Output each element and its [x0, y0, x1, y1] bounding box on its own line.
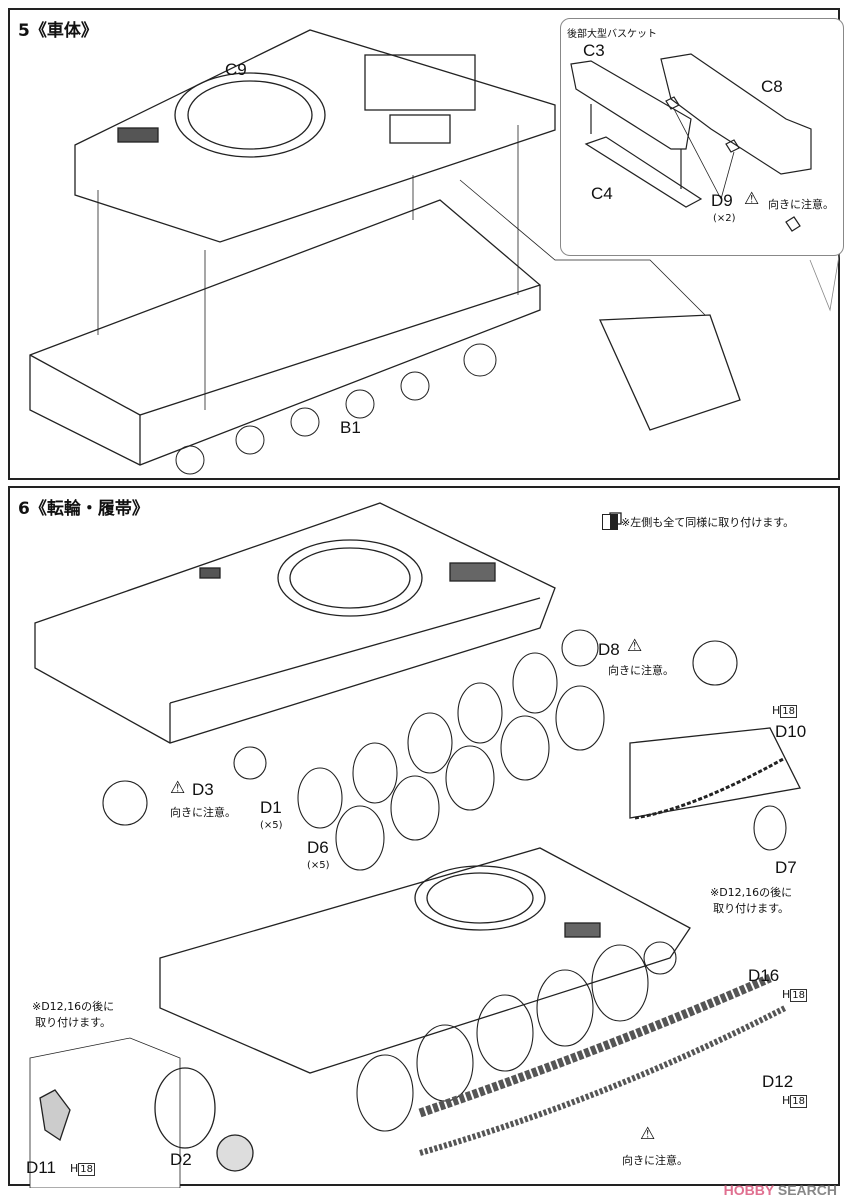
- part-label-d7: D7: [775, 858, 797, 877]
- step-6-panel: 6《転輪・履帯》 ※左側も全て同様に取り付けます。 D8 ⚠ 向きに注意。 ⚠ …: [8, 486, 840, 1188]
- caution-text: 向きに注意。: [622, 1154, 688, 1167]
- part-qty-d1: (×5): [260, 820, 283, 831]
- part-label-d12: D12: [762, 1072, 794, 1091]
- step-title: 6《転輪・履帯》: [18, 499, 149, 519]
- inset-title: 後部大型バスケット: [567, 29, 657, 40]
- note-after-tracks: ※D12,16の後に取り付けます。: [32, 1000, 115, 1029]
- caution-icon: ⚠: [744, 189, 760, 208]
- part-label-d2: D2: [170, 1150, 192, 1169]
- part-label-d3: D3: [192, 780, 214, 799]
- step-5-panel: 5《車体》 C9 B1 後部大型バスケット C3 C8 C4 D9 (×2) ⚠…: [8, 8, 844, 480]
- part-qty-d6: (×5): [307, 860, 330, 871]
- note-both-sides: ※左側も全て同様に取り付けます。: [621, 516, 795, 529]
- step-title: 5《車体》: [18, 21, 98, 41]
- note-after-tracks: ※D12,16の後に取り付けます。: [710, 886, 793, 915]
- caution-text: 向きに注意。: [608, 664, 674, 677]
- wheels-tracks-drawing: [29, 502, 801, 1188]
- both-sides-icon: [602, 514, 618, 530]
- part-label-d9: D9: [711, 191, 733, 210]
- part-label-c4: C4: [591, 184, 613, 203]
- part-label-d1: D1: [260, 798, 282, 817]
- part-label-c8: C8: [761, 77, 783, 96]
- caution-icon: ⚠: [640, 1124, 656, 1143]
- caution-icon: ⚠: [170, 778, 186, 797]
- part-label-d11: D11: [26, 1158, 56, 1177]
- caution-icon: ⚠: [627, 636, 643, 655]
- caution-text: 向きに注意。: [768, 198, 834, 211]
- part-label-c3: C3: [583, 41, 605, 60]
- caution-text: 向きに注意。: [170, 806, 236, 819]
- part-label-c9: C9: [225, 60, 247, 79]
- part-qty-d9: (×2): [713, 213, 736, 224]
- rear-basket-inset: 後部大型バスケット C3 C8 C4 D9 (×2) ⚠ 向きに注意。: [560, 18, 844, 256]
- part-label-d10: D10: [775, 722, 807, 741]
- rear-basket-drawing: [570, 53, 812, 232]
- part-label-d16: D16: [748, 966, 780, 985]
- watermark: HOBBY SEARCH: [723, 1182, 837, 1198]
- part-label-b1: B1: [340, 418, 361, 437]
- hull-assembly-drawing: [29, 29, 841, 475]
- part-label-d8: D8: [598, 640, 620, 659]
- part-label-d6: D6: [307, 838, 329, 857]
